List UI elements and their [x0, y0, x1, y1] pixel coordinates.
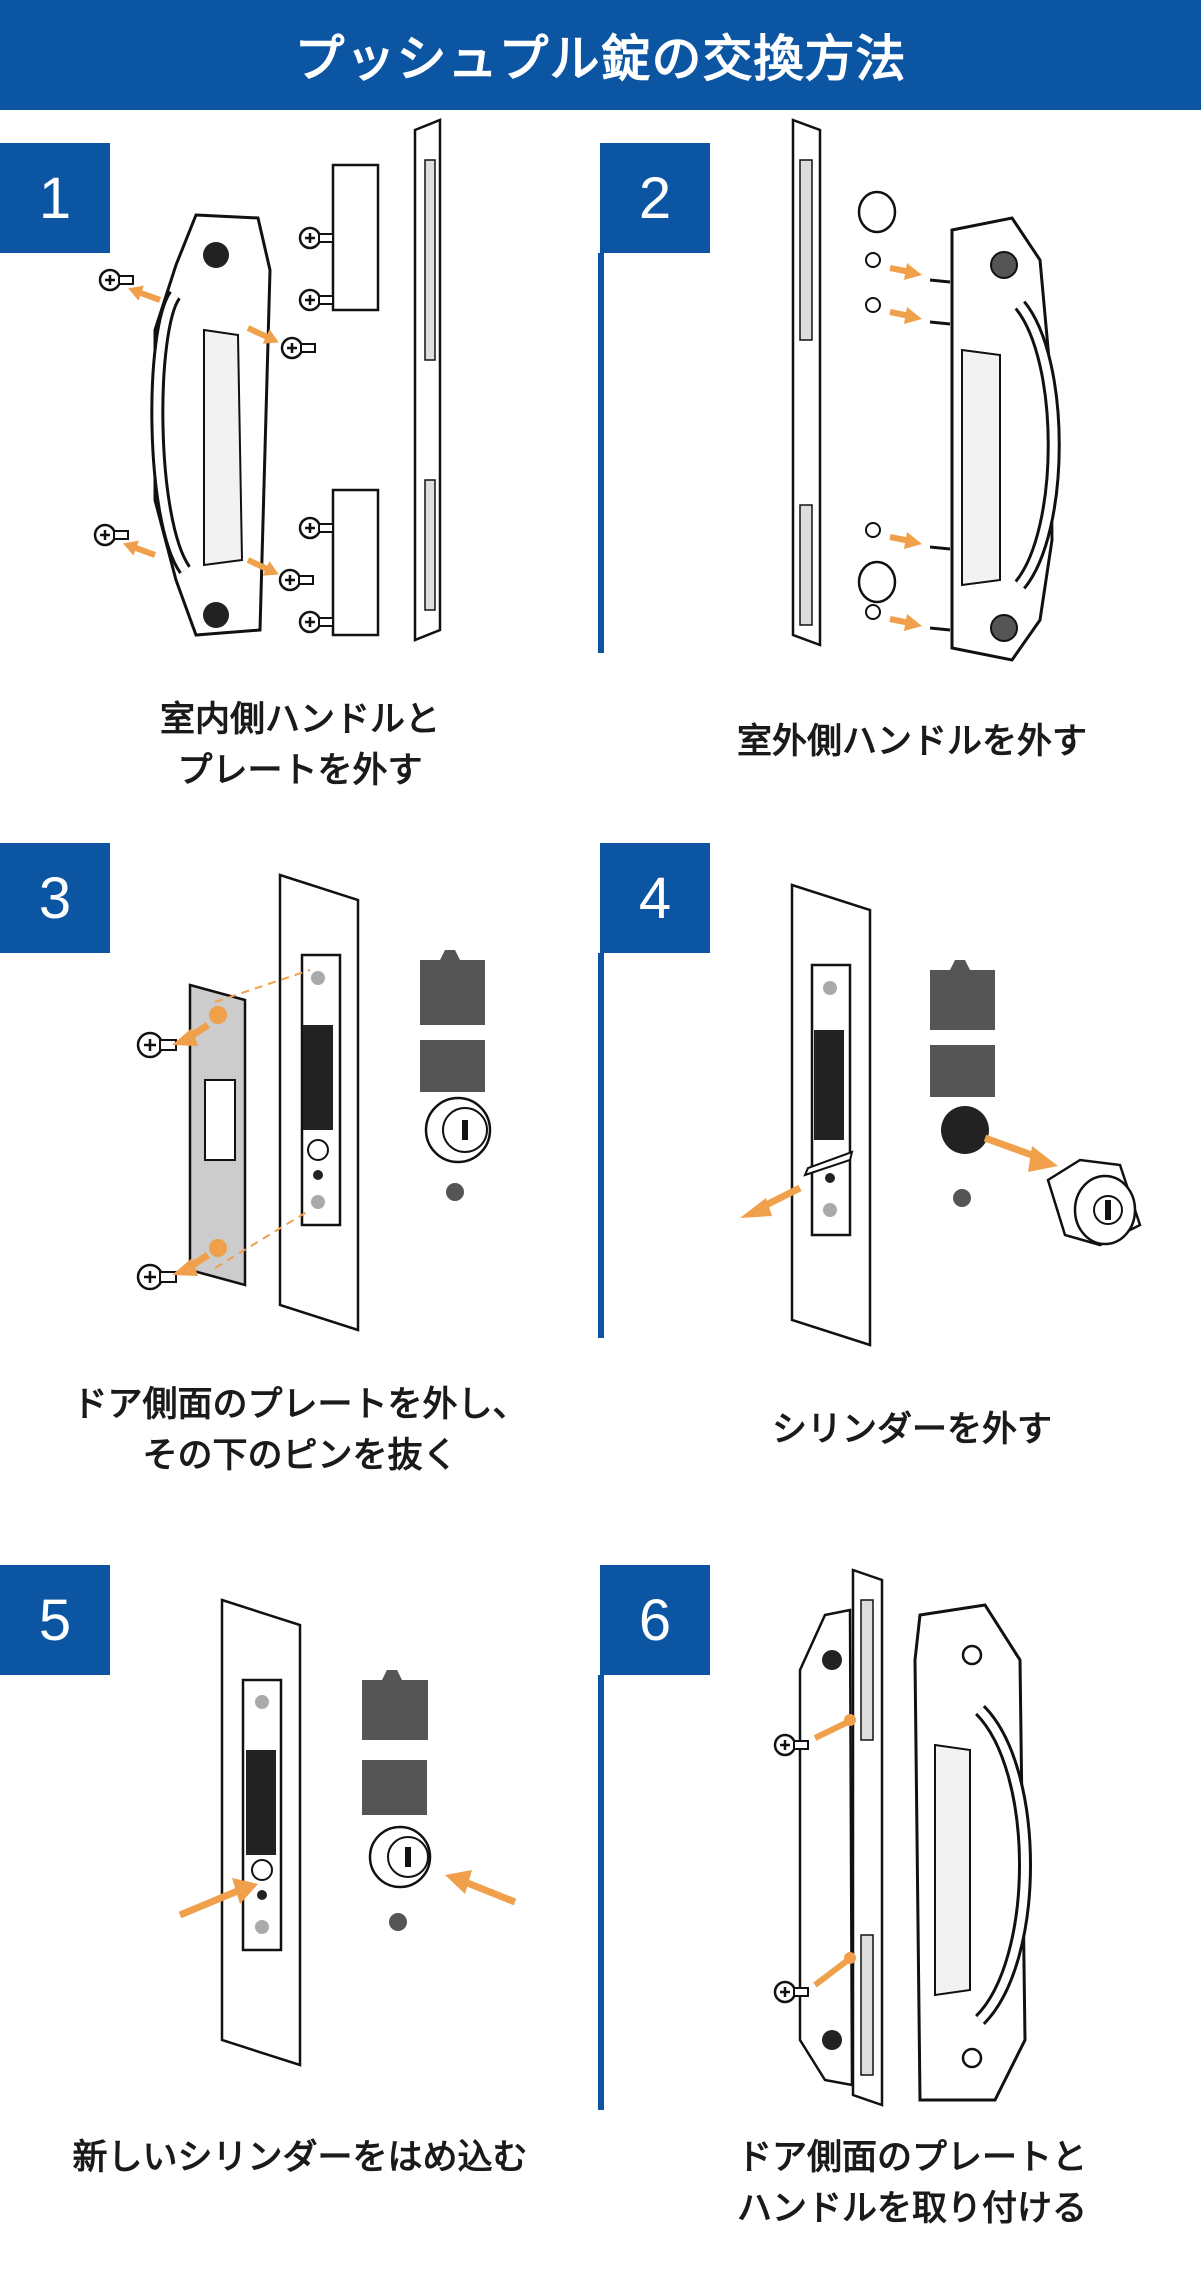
step-4-illustration: [740, 883, 1142, 1347]
step-1-number: 1: [0, 143, 110, 253]
step-6-caption: ドア側面のプレートと ハンドルを取り付ける: [736, 2138, 1087, 2229]
step-5-number: 5: [0, 1565, 110, 1675]
step-1-caption: 室内側ハンドルと プレートを外す: [159, 700, 440, 791]
step-4-number: 4: [600, 843, 710, 953]
step-2-caption: 室外側ハンドルを外す: [736, 722, 1087, 762]
page-title: プッシュプル錠の交換方法: [0, 0, 1201, 110]
step-1-illustration: [93, 118, 442, 642]
step-4-rule: [598, 953, 604, 1338]
step-6-illustration: [773, 1568, 1032, 2107]
step-2-number: 2: [600, 143, 710, 253]
step-3-caption: ドア側面のプレートを外し、 その下のピンを抜く: [72, 1385, 528, 1476]
step-3-number: 3: [0, 843, 110, 953]
step-4-caption: シリンダーを外す: [771, 1410, 1052, 1450]
step-6-rule: [598, 1675, 604, 2110]
step-2-rule: [598, 253, 604, 653]
step-5-caption: 新しいシリンダーをはめ込む: [72, 2138, 528, 2178]
step-6-number: 6: [600, 1565, 710, 1675]
step-2-illustration: [791, 118, 1061, 662]
step-5-illustration: [178, 1598, 517, 2067]
step-3-illustration: [136, 873, 492, 1332]
